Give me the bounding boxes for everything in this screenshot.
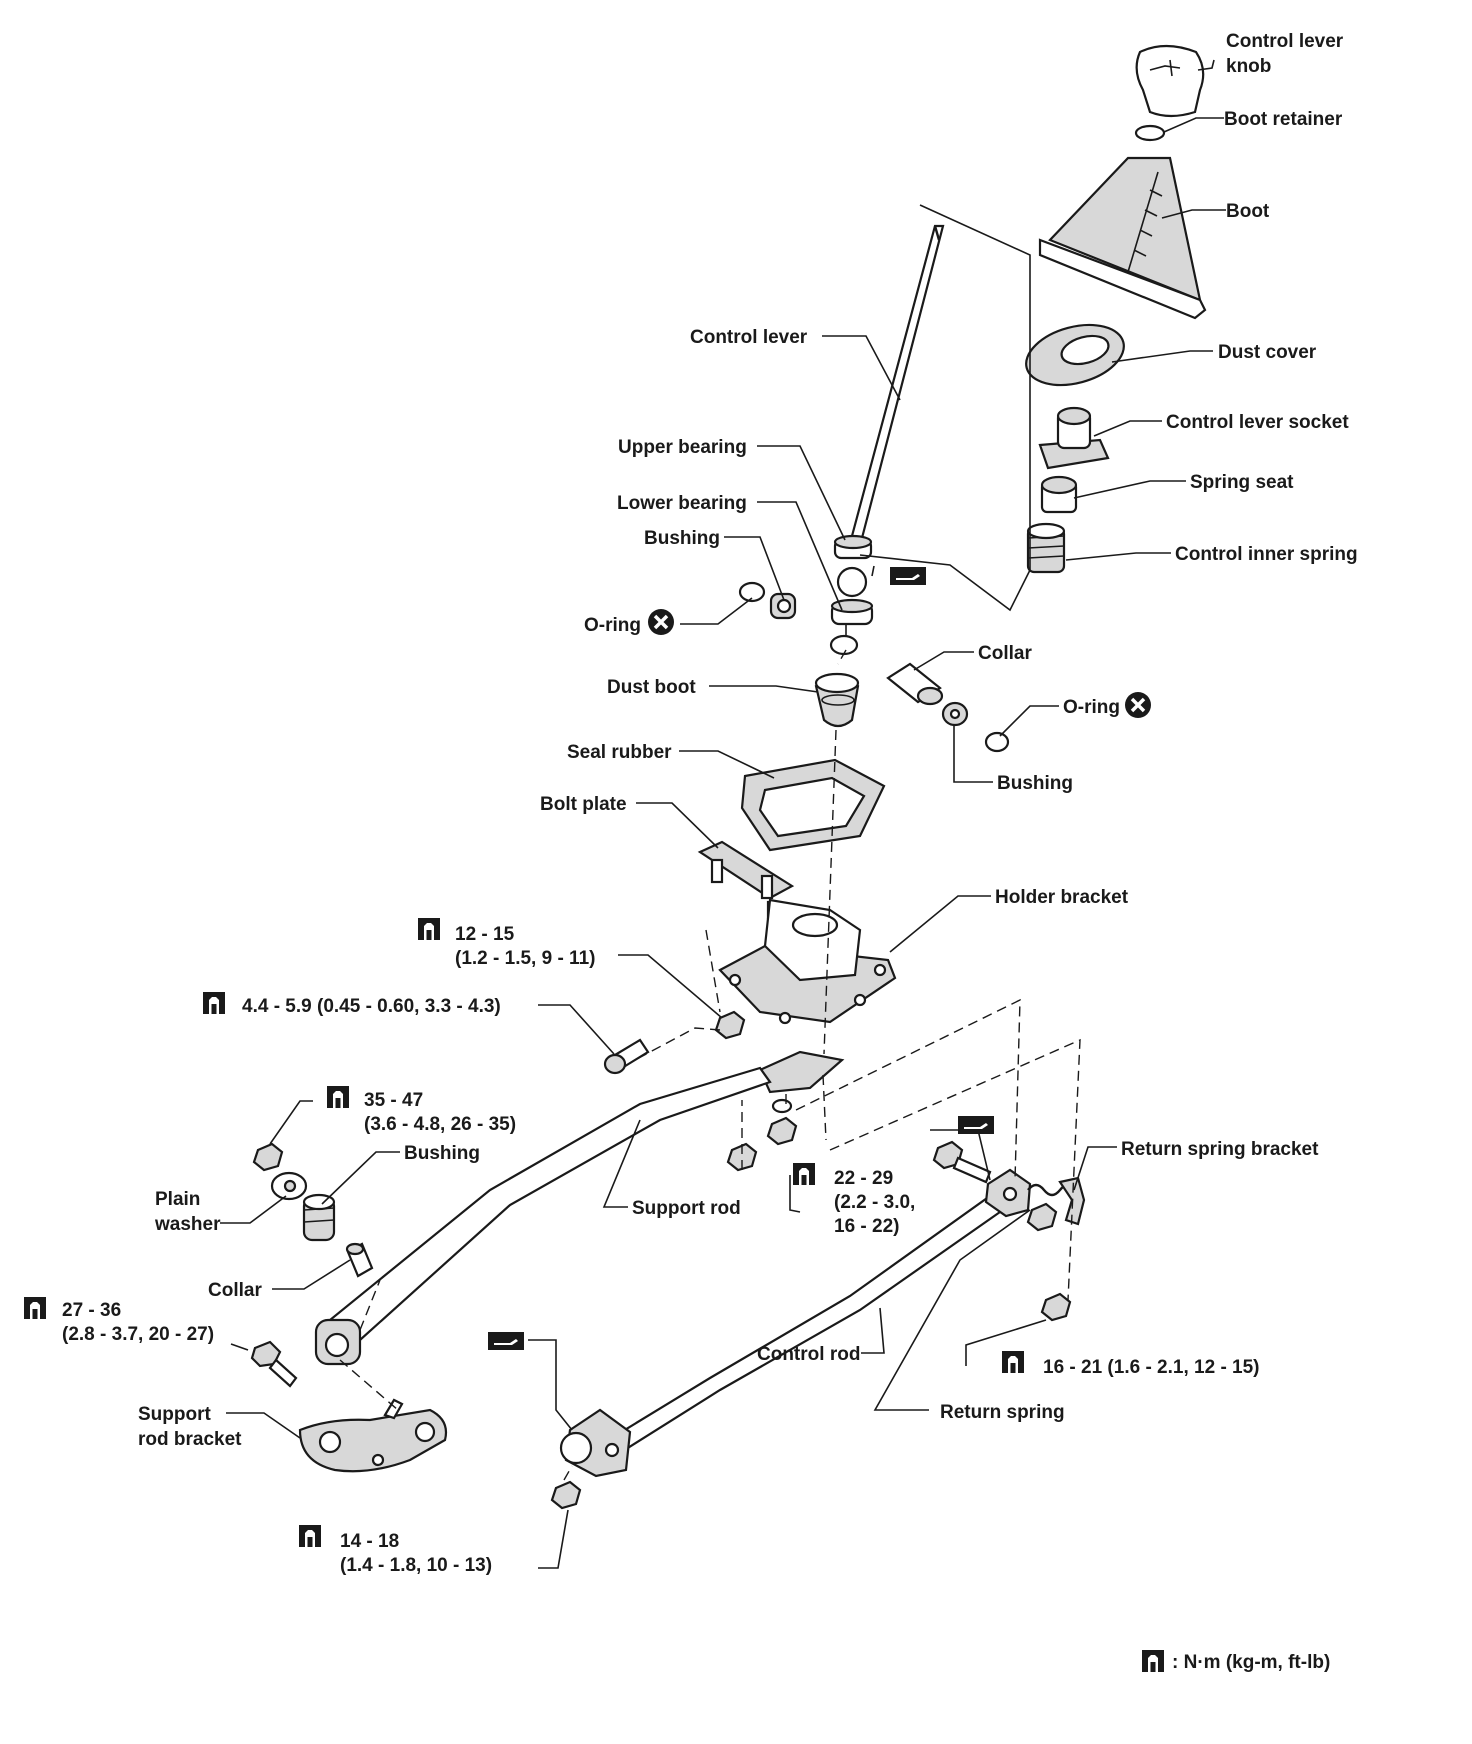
label-dust-boot: Dust boot [607, 677, 696, 698]
discard-x-icon-right [1123, 690, 1153, 720]
grease-icon-front-clevis [488, 1332, 524, 1350]
dust-cover [1025, 323, 1125, 387]
bolt-plate [697, 840, 795, 920]
control-lever-knob [1135, 44, 1205, 118]
control-rod-clevis-front [559, 1408, 632, 1478]
label-collar-upper: Collar [978, 643, 1032, 664]
torque-t3: 35 - 47(3.6 - 4.8, 26 - 35) [364, 1090, 516, 1135]
torque-icon-legend [1142, 1650, 1164, 1672]
label-holder-bracket: Holder bracket [995, 887, 1129, 908]
torque-icon-t3 [327, 1086, 349, 1108]
torque-icon-t7 [299, 1525, 321, 1547]
label-boot-retainer: Boot retainer [1224, 109, 1343, 130]
support-rod-upper-plate [758, 1050, 845, 1094]
support-rod-bracket-bolt [250, 1340, 298, 1388]
collar-lower [345, 1242, 374, 1278]
support-rod-eye [314, 1318, 362, 1366]
collar-upper [886, 662, 944, 706]
leader-lines [220, 59, 1226, 1569]
control-rod-clevis-rear [984, 1168, 1032, 1218]
bracket-nut [1040, 1292, 1072, 1322]
torque-t4: 22 - 29(2.2 - 3.0,16 - 22) [834, 1168, 915, 1237]
torque-t6: 16 - 21 (1.6 - 2.1, 12 - 15) [1043, 1357, 1260, 1378]
clevis-nut [550, 1480, 582, 1510]
o-ring-right-part [984, 731, 1010, 753]
boot-retainer [1134, 124, 1166, 142]
grease-icon-lever [890, 567, 926, 585]
label-upper-bearing: Upper bearing [618, 437, 747, 458]
label-collar-lower: Collar [208, 1280, 262, 1301]
label-o-ring-left: O-ring [584, 615, 641, 636]
label-spring-seat: Spring seat [1190, 472, 1294, 493]
label-return-spring: Return spring [940, 1402, 1065, 1423]
control-inner-spring [1026, 522, 1066, 574]
label-dust-cover: Dust cover [1218, 342, 1317, 363]
support-rod-nut-b [766, 1116, 798, 1146]
support-rod-bracket [298, 1398, 448, 1473]
control-lever-socket [1038, 406, 1110, 470]
support-rod [328, 1066, 772, 1342]
label-bushing-upper: Bushing [644, 528, 720, 549]
label-o-ring-right: O-ring [1063, 697, 1120, 718]
holder-bracket [718, 898, 897, 1025]
label-control-lever: Control lever [690, 327, 808, 348]
grease-icon-rear-clevis [958, 1116, 994, 1134]
torque-labels: 12 - 15(1.2 - 1.5, 9 - 11) 4.4 - 5.9 (0.… [62, 924, 1260, 1576]
torque-t2: 4.4 - 5.9 (0.45 - 0.60, 3.3 - 4.3) [242, 996, 501, 1017]
label-control-rod: Control rod [757, 1344, 860, 1365]
label-boot: Boot [1226, 201, 1270, 222]
support-rod-washer-a [771, 1098, 793, 1114]
torque-icon-t5 [24, 1297, 46, 1319]
o-ring-left-part [738, 581, 766, 603]
label-return-spring-bracket: Return spring bracket [1121, 1139, 1319, 1160]
label-support-rod: Support rod [632, 1198, 741, 1219]
legend-unit: : N·m (kg-m, ft-lb) [1172, 1652, 1330, 1673]
holder-bolt [603, 1038, 650, 1075]
parts-layer [250, 44, 1207, 1510]
spring-seat [1040, 475, 1078, 514]
assembly-lines [339, 204, 1081, 1481]
torque-t7: 14 - 18(1.4 - 1.8, 10 - 13) [340, 1531, 492, 1576]
seal-rubber [740, 758, 886, 852]
upper-bearing [833, 534, 873, 560]
label-bushing-mid: Bushing [997, 773, 1073, 794]
torque-t5: 27 - 36(2.8 - 3.7, 20 - 27) [62, 1300, 214, 1345]
torque-icon-t1 [418, 918, 440, 940]
lower-bearing [829, 566, 874, 656]
torque-icon-t2 [203, 992, 225, 1014]
torque-icon-t6 [1002, 1351, 1024, 1373]
label-control-lever-socket: Control lever socket [1166, 412, 1349, 433]
label-seal-rubber: Seal rubber [567, 742, 672, 763]
label-control-inner-spring: Control inner spring [1175, 544, 1358, 565]
bushing-mid [941, 701, 969, 727]
label-bolt-plate: Bolt plate [540, 794, 627, 815]
boot [1038, 156, 1207, 320]
label-lower-bearing: Lower bearing [617, 493, 747, 514]
control-lever-rod [850, 224, 945, 540]
torque-icon-t4 [793, 1163, 815, 1185]
dust-boot [814, 672, 860, 728]
torque-t1: 12 - 15(1.2 - 1.5, 9 - 11) [455, 924, 595, 969]
discard-x-icon-left [646, 607, 676, 637]
plain-washer [270, 1171, 308, 1201]
left-nut [252, 1142, 284, 1172]
spring-nut [1026, 1202, 1058, 1232]
label-bushing-lower: Bushing [404, 1143, 480, 1164]
bushing-lower [302, 1193, 336, 1242]
support-rod-nut-a [726, 1142, 758, 1172]
rear-clevis-bolt [932, 1140, 992, 1184]
